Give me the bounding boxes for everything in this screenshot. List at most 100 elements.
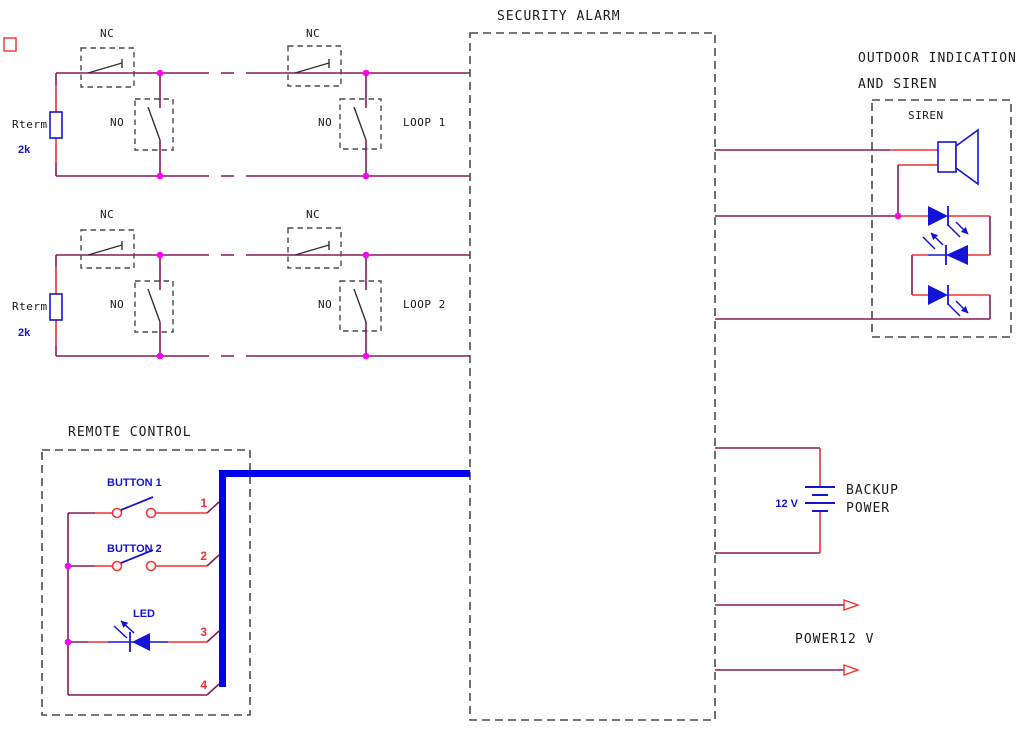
junction-dot <box>362 69 370 77</box>
outdoor-title-line2: AND SIREN <box>858 77 937 92</box>
battery-symbol <box>805 486 835 512</box>
loop1-no-switch-a-box <box>134 98 174 151</box>
loop2-rterm-resistor <box>49 293 63 321</box>
junction-dot <box>64 562 72 570</box>
button2-blade <box>120 549 154 564</box>
loop2-no-b-label: NO <box>318 298 332 311</box>
junction-dot <box>156 69 164 77</box>
button1-wire-dark <box>68 501 220 514</box>
junction-dot <box>156 352 164 360</box>
button2-wire-dark <box>68 554 220 567</box>
red-terminal-mark <box>3 37 17 52</box>
outdoor-led2 <box>946 245 968 265</box>
led-chain-wires <box>715 215 991 320</box>
loop1-nc-switch-b-box <box>287 45 342 87</box>
outdoor-led3 <box>928 285 948 305</box>
loop1-nc-a-label: NC <box>100 27 114 40</box>
power-label: POWER12 V <box>795 632 874 647</box>
outdoor-led1 <box>928 206 948 226</box>
outdoor-box <box>871 99 1012 338</box>
led-wire-dark <box>68 630 220 643</box>
loop1-rterm-value: 2k <box>18 144 31 156</box>
terminal-1: 1 <box>200 496 207 510</box>
terminal-3: 3 <box>200 625 207 639</box>
remote-control-title: REMOTE CONTROL <box>68 425 192 440</box>
speaker-horn <box>955 128 979 186</box>
backup-label-line1: BACKUP <box>846 483 899 498</box>
outdoor-led1-rays <box>947 221 968 237</box>
button2-contact-right <box>145 560 157 572</box>
loop2-rterm-value: 2k <box>18 327 31 339</box>
remote-led-triangle <box>132 633 150 651</box>
remote-control-box <box>41 449 251 716</box>
power-output: POWER12 V <box>715 599 874 676</box>
button2-contact-left <box>111 560 123 572</box>
loop2-nc-switch-a-box <box>80 229 135 269</box>
outdoor-title-line1: OUTDOOR INDICATION <box>858 51 1017 66</box>
power-wires <box>715 604 844 671</box>
loop2-nc-switch-b <box>294 241 330 256</box>
loop1-no-switch-a <box>147 106 161 141</box>
loop1-nc-switch-a-box <box>80 47 135 88</box>
loop1-wires <box>55 72 470 177</box>
led-label: LED <box>133 608 155 620</box>
loop2-no-switch-b <box>353 288 367 323</box>
button1-blade <box>120 496 154 511</box>
outdoor-indication: OUTDOOR INDICATION AND SIREN SIREN <box>715 51 1017 338</box>
loop1-rterm-label: Rterm <box>12 118 48 131</box>
power-arrow-top <box>843 599 861 611</box>
loop1: Rterm 2k NC NO NC NO LOOP 1 <box>12 27 470 180</box>
loop2-rterm-label: Rterm <box>12 300 48 313</box>
loop2-nc-b-label: NC <box>306 208 320 221</box>
loop2-nc-a-label: NC <box>100 208 114 221</box>
loop1-nc-switch-b <box>294 59 330 74</box>
security-alarm-unit: SECURITY ALARM <box>469 9 716 721</box>
junction-dot <box>362 172 370 180</box>
loop2-wires <box>55 254 470 357</box>
backup-label-line2: POWER <box>846 501 890 516</box>
backup-power: 12 V BACKUP POWER <box>715 447 899 554</box>
junction-dot <box>64 638 72 646</box>
junction-dot <box>362 352 370 360</box>
loop2-continuation-dashes <box>196 254 252 357</box>
return-wire <box>68 683 220 696</box>
loop2-no-a-label: NO <box>110 298 124 311</box>
button1-contact-left <box>111 507 123 519</box>
power-arrow-bottom <box>843 664 861 676</box>
siren-label: SIREN <box>908 109 944 122</box>
loop1-continuation-dashes <box>196 72 252 177</box>
loop1-nc-b-label: NC <box>306 27 320 40</box>
button1-contact-right <box>145 507 157 519</box>
junction-dot <box>156 172 164 180</box>
battery-voltage: 12 V <box>775 498 798 510</box>
outdoor-led3-rays <box>947 300 968 316</box>
loop2-no-switch-a <box>147 288 161 323</box>
button1-label: BUTTON 1 <box>107 477 162 489</box>
loop1-no-switch-b <box>353 106 367 141</box>
loop2-no-switch-a-box <box>134 280 174 333</box>
terminal-4: 4 <box>200 678 207 692</box>
remote-led-light-rays <box>114 621 135 639</box>
security-alarm-box <box>469 32 716 721</box>
loop1-rterm-resistor <box>49 111 63 139</box>
siren-leads <box>890 149 938 166</box>
remote-control-bus-wire <box>219 470 470 687</box>
loop1-no-b-label: NO <box>318 116 332 129</box>
loop2-nc-switch-b-box <box>287 227 342 269</box>
loop2-label: LOOP 2 <box>403 298 446 311</box>
loop2-nc-switch-a <box>87 241 123 256</box>
remote-control: REMOTE CONTROL BUTTON 1 1 BUTTON 2 2 LED… <box>41 425 470 716</box>
battery-wires <box>715 447 820 554</box>
loop1-no-switch-b-box <box>339 98 382 150</box>
button2-label: BUTTON 2 <box>107 543 162 555</box>
loop2-no-switch-b-box <box>339 280 382 332</box>
outdoor-led2-rays <box>922 233 944 250</box>
junction-dot <box>156 251 164 259</box>
loop1-nc-switch-a <box>87 59 123 74</box>
security-alarm-title: SECURITY ALARM <box>497 9 621 24</box>
loop1-label: LOOP 1 <box>403 116 446 129</box>
speaker-body <box>937 141 957 173</box>
terminal-2: 2 <box>200 549 207 563</box>
